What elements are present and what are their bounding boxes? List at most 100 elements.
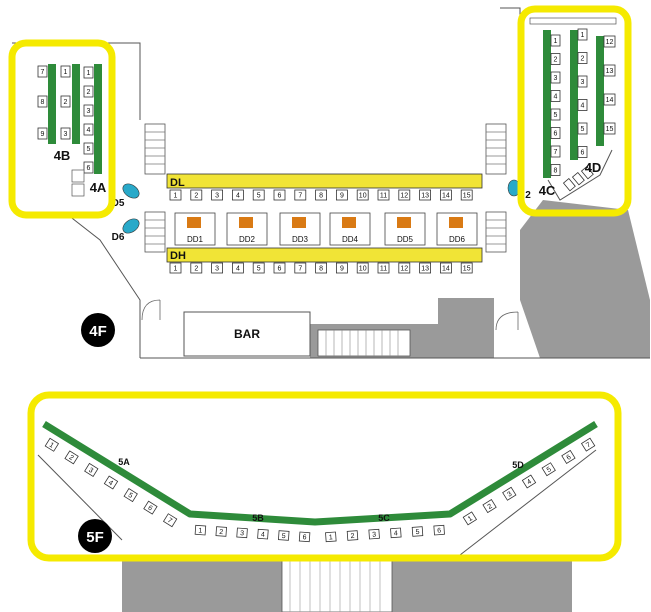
- seat-5c-6[interactable]: 6: [433, 524, 445, 536]
- seat-dh-8[interactable]: 8: [315, 262, 328, 274]
- seat-dl-2-number: 2: [194, 193, 198, 200]
- seat-dl-2[interactable]: 2: [190, 189, 203, 201]
- seat-dh-10[interactable]: 10: [356, 262, 369, 274]
- seat-dl-5[interactable]: 5: [252, 189, 265, 201]
- seat-4c-left-1[interactable]: 1: [550, 34, 561, 47]
- seat-dh-14[interactable]: 14: [439, 262, 452, 274]
- seat-5c-1[interactable]: 1: [325, 531, 337, 543]
- seat-5a-2[interactable]: 2: [64, 450, 79, 465]
- seat-4a-6[interactable]: 6: [83, 161, 94, 174]
- seat-4a-5[interactable]: 5: [83, 142, 94, 155]
- seat-4c-left-3[interactable]: 3: [550, 71, 561, 84]
- seat-4c-left-6[interactable]: 6: [550, 127, 561, 139]
- seat-5b-2[interactable]: 2: [215, 526, 227, 537]
- seat-5c-5-number: 5: [415, 529, 419, 536]
- seat-dh-5[interactable]: 5: [252, 262, 265, 274]
- seat-5c-5[interactable]: 5: [411, 526, 424, 537]
- seat-dl-4[interactable]: 4: [231, 189, 244, 201]
- seat-4a-2[interactable]: 2: [83, 85, 94, 98]
- seat-4b-9[interactable]: 9: [37, 127, 48, 140]
- seat-4a-3-number: 3: [87, 108, 91, 115]
- seat-4c-left-5[interactable]: 5: [550, 108, 561, 121]
- seat-dl-12[interactable]: 12: [398, 189, 411, 201]
- seat-5d-6-box: [561, 449, 576, 464]
- seat-5a-3[interactable]: 3: [84, 462, 99, 477]
- seat-dh-7[interactable]: 7: [294, 262, 307, 274]
- seat-dh-11[interactable]: 11: [377, 262, 390, 274]
- seat-5a-7[interactable]: 7: [162, 513, 178, 528]
- seat-dl-10[interactable]: 10: [356, 189, 369, 201]
- seat-4b-7[interactable]: 7: [37, 65, 48, 78]
- seat-5b-5[interactable]: 5: [278, 530, 290, 541]
- seat-dh-1[interactable]: 1: [169, 262, 182, 274]
- seat-4b-mid-3[interactable]: 3: [60, 127, 71, 140]
- seat-dl-6[interactable]: 6: [273, 189, 286, 201]
- seat-dl-8[interactable]: 8: [315, 189, 328, 201]
- seat-5d-5[interactable]: 5: [541, 462, 556, 477]
- seat-4c-left-4[interactable]: 4: [550, 90, 561, 102]
- seat-4d-12[interactable]: 12: [603, 35, 616, 48]
- seat-dl-15[interactable]: 15: [460, 189, 473, 201]
- seat-5d-7[interactable]: 7: [580, 437, 596, 452]
- seat-4b-mid-1[interactable]: 1: [60, 65, 71, 78]
- seat-4c-left-7[interactable]: 7: [550, 145, 561, 158]
- seat-5b-6[interactable]: 6: [298, 531, 311, 543]
- seat-dl-1[interactable]: 1: [169, 189, 182, 201]
- seat-5d-6[interactable]: 6: [561, 449, 576, 464]
- seat-4c-right-4[interactable]: 4: [577, 99, 588, 111]
- seat-5d-2[interactable]: 2: [482, 499, 497, 514]
- seat-5c-2[interactable]: 2: [346, 530, 359, 541]
- seat-5b-1[interactable]: 1: [194, 524, 207, 536]
- seat-4a-3[interactable]: 3: [83, 104, 94, 117]
- seat-5a-5[interactable]: 5: [123, 488, 138, 503]
- seat-dl-3[interactable]: 3: [211, 189, 224, 201]
- block-5a-label: 5A: [118, 457, 130, 467]
- seat-dl-7[interactable]: 7: [294, 189, 307, 201]
- seat-5d-4[interactable]: 4: [521, 474, 537, 489]
- seat-5c-4[interactable]: 4: [390, 527, 402, 539]
- seat-5c-3[interactable]: 3: [368, 528, 380, 540]
- seat-5b-3[interactable]: 3: [236, 527, 248, 539]
- table-dd3[interactable]: DD3: [279, 212, 321, 246]
- seat-4c-right-1[interactable]: 1: [577, 28, 588, 41]
- seat-4b-8[interactable]: 8: [37, 95, 48, 108]
- seat-4d-13[interactable]: 13: [603, 64, 616, 77]
- seat-4c-right-2[interactable]: 2: [577, 52, 588, 64]
- seat-4a-4[interactable]: 4: [83, 123, 94, 136]
- seat-5d-1-box: [462, 511, 478, 526]
- table-dd4[interactable]: DD4: [329, 212, 371, 246]
- seat-dh-2[interactable]: 2: [190, 262, 203, 274]
- table-dd6[interactable]: DD6: [436, 212, 478, 246]
- seat-4a-1[interactable]: 1: [83, 66, 94, 79]
- seat-dh-13[interactable]: 13: [419, 262, 432, 274]
- seat-4d-14[interactable]: 14: [603, 93, 616, 106]
- seat-dl-14[interactable]: 14: [439, 189, 452, 201]
- seat-5a-4[interactable]: 4: [103, 475, 119, 490]
- seat-5a-6[interactable]: 6: [143, 500, 158, 515]
- seat-4c-right-6[interactable]: 6: [577, 146, 588, 158]
- table-dd5[interactable]: DD5: [384, 212, 426, 246]
- seat-dh-12[interactable]: 12: [398, 262, 411, 274]
- seat-4c-left-8[interactable]: 8: [550, 164, 561, 176]
- table-dd1[interactable]: DD1: [174, 212, 216, 246]
- seat-dl-11-box: [377, 189, 390, 201]
- seat-dl-13[interactable]: 13: [419, 189, 432, 201]
- seat-5d-3[interactable]: 3: [502, 486, 517, 501]
- seat-4c-right-5[interactable]: 5: [577, 122, 588, 135]
- seat-dh-9[interactable]: 9: [335, 262, 348, 274]
- table-dd2[interactable]: DD2: [226, 212, 268, 246]
- seat-dh-4[interactable]: 4: [231, 262, 244, 274]
- seat-dl-9[interactable]: 9: [335, 189, 348, 201]
- seat-dh-3[interactable]: 3: [211, 262, 224, 274]
- seat-5b-4[interactable]: 4: [257, 528, 269, 540]
- seat-dh-6[interactable]: 6: [273, 262, 286, 274]
- seat-dh-15[interactable]: 15: [460, 262, 473, 274]
- seat-4d-15[interactable]: 15: [603, 122, 616, 135]
- seat-5a-1[interactable]: 1: [44, 437, 60, 452]
- seat-4c-left-2[interactable]: 2: [550, 53, 561, 65]
- seat-4b-mid-2[interactable]: 2: [60, 95, 71, 108]
- seat-4c-right-3[interactable]: 3: [577, 75, 588, 88]
- seat-dl-11[interactable]: 11: [377, 189, 390, 201]
- seat-5d-1[interactable]: 1: [462, 511, 478, 526]
